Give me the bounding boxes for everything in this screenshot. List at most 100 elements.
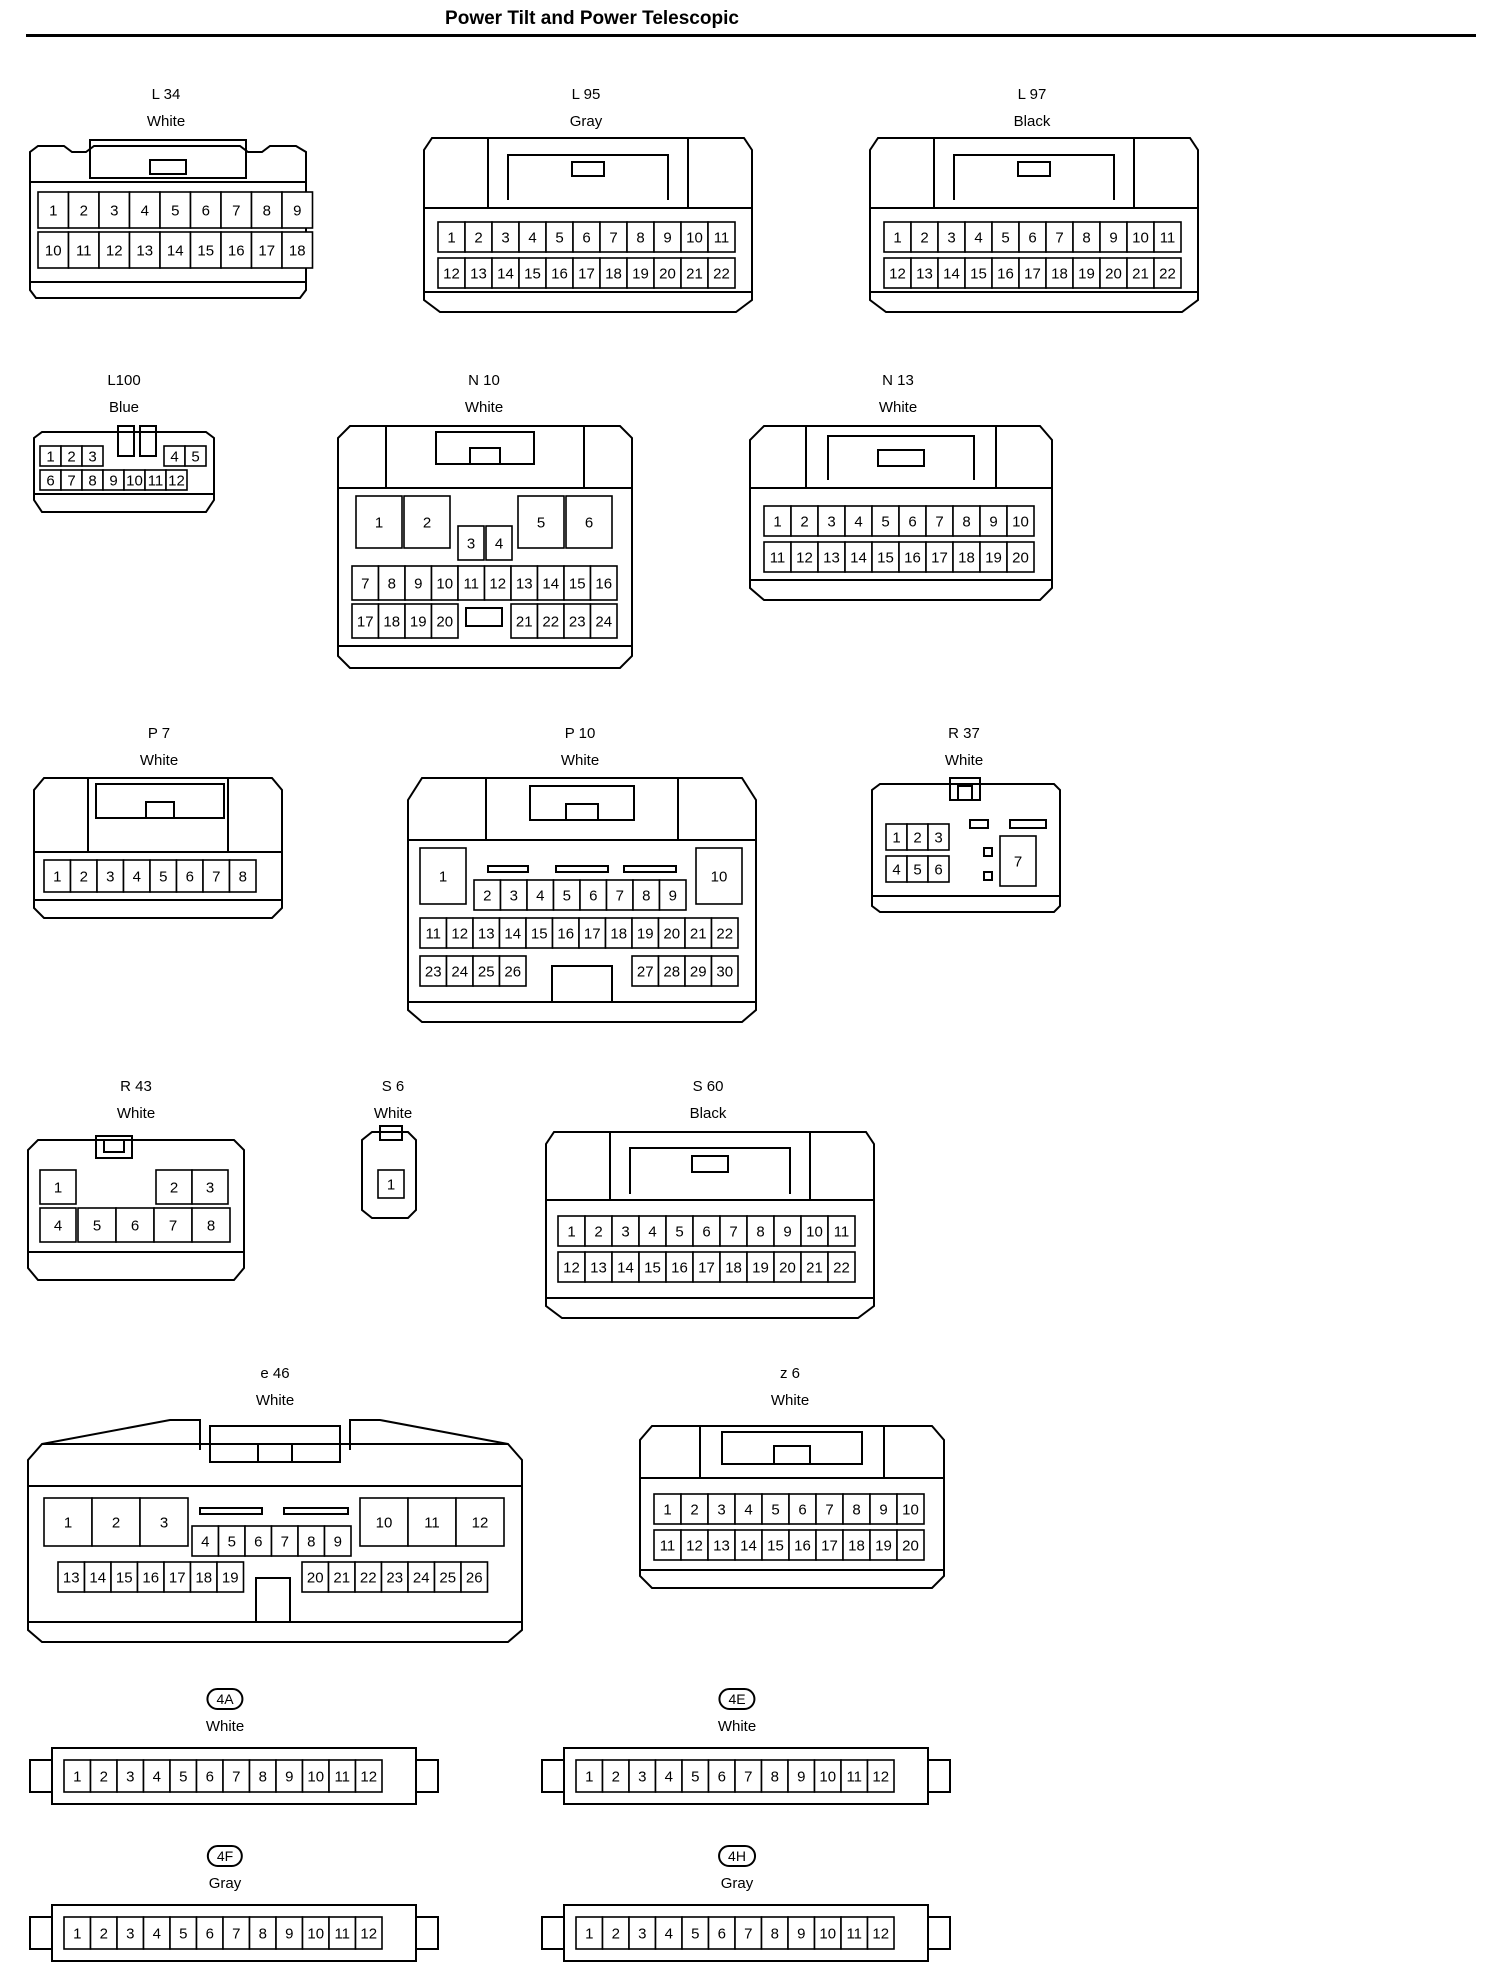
terminal-number: 2: [80, 203, 88, 220]
terminal-cell: [1018, 257, 1047, 289]
connector-color-4f: Gray: [208, 1875, 242, 1892]
terminal-cell: [189, 231, 222, 269]
terminal-cell: [83, 1561, 112, 1593]
terminal-number: 7: [169, 1218, 177, 1235]
terminal-cell: [844, 541, 873, 573]
terminal-number: 16: [794, 1538, 811, 1555]
terminal-cell: [281, 231, 314, 269]
terminal-number: 1: [447, 230, 455, 247]
terminal-number: 9: [989, 514, 997, 531]
terminal-number: 9: [293, 203, 301, 220]
terminal-number: 21: [516, 614, 533, 631]
terminal-cell: [761, 1493, 790, 1525]
terminal-number: 1: [64, 1515, 72, 1532]
terminal-number: 3: [717, 1502, 725, 1519]
terminal-number: 8: [207, 1218, 215, 1235]
terminal-number: 14: [497, 266, 514, 283]
terminal-number: 6: [206, 1769, 214, 1786]
terminal-cell: [788, 1493, 817, 1525]
terminal-cell: [142, 1916, 171, 1950]
terminal-number: 4: [665, 1769, 673, 1786]
terminal-number: 9: [663, 230, 671, 247]
terminal-cell: [707, 1759, 736, 1793]
terminal-number: 3: [827, 514, 835, 531]
connector-id-p7: P 7: [147, 725, 171, 742]
terminal-number: 23: [386, 1570, 403, 1587]
terminal-number: 4: [170, 449, 178, 466]
terminal-cell: [149, 859, 178, 893]
terminal-cell: [869, 1529, 898, 1561]
terminal-number: 1: [375, 515, 383, 532]
terminal-number: 2: [170, 1180, 178, 1197]
terminal-number: 7: [1055, 230, 1063, 247]
terminal-number: 9: [669, 888, 677, 905]
terminal-cell: [695, 847, 743, 905]
terminal-number: 20: [1012, 550, 1029, 567]
terminal-number: 7: [744, 1926, 752, 1943]
connector-color-s6: White: [373, 1105, 413, 1122]
terminal-number: 15: [524, 266, 541, 283]
terminal-number: 2: [594, 1224, 602, 1241]
terminal-cell: [63, 1916, 92, 1950]
terminal-number: 18: [195, 1570, 212, 1587]
terminal-number: 7: [744, 1769, 752, 1786]
terminal-cell: [896, 1493, 925, 1525]
terminal-number: 12: [686, 1538, 703, 1555]
terminal-number: 22: [833, 1260, 850, 1277]
connector-color-z6: White: [770, 1392, 810, 1409]
terminal-cell: [464, 257, 493, 289]
connector-id-s60: S 60: [692, 1078, 724, 1095]
terminal-number: 7: [729, 1224, 737, 1241]
connector-color-4e: White: [717, 1718, 757, 1735]
terminal-number: 8: [88, 473, 96, 490]
terminal-number: 8: [1082, 230, 1090, 247]
terminal-cell: [991, 257, 1020, 289]
terminal-cell: [964, 221, 993, 253]
terminal-number: 28: [663, 964, 680, 981]
terminal-number: 18: [605, 266, 622, 283]
terminal-number: 14: [617, 1260, 634, 1277]
terminal-cell: [518, 257, 547, 289]
terminal-cell: [1006, 505, 1035, 537]
terminal-number: 11: [76, 243, 92, 260]
terminal-number: 13: [916, 266, 933, 283]
terminal-cell: [927, 855, 950, 883]
terminal-cell: [445, 917, 474, 949]
terminal-cell: [403, 495, 451, 549]
terminal-number: 13: [136, 243, 153, 260]
terminal-number: 3: [106, 869, 114, 886]
terminal-cell: [351, 603, 380, 639]
terminal-cell: [67, 231, 100, 269]
terminal-number: 19: [410, 614, 427, 631]
connector-p7-housing: [33, 777, 283, 919]
terminal-cell: [871, 541, 900, 573]
terminal-cell: [788, 1529, 817, 1561]
terminal-cell: [517, 495, 565, 549]
terminal-cell: [430, 565, 459, 601]
terminal-number: 4: [201, 1534, 209, 1551]
terminal-number: 3: [206, 1180, 214, 1197]
terminal-cell: [763, 505, 792, 537]
terminal-number: 1: [663, 1502, 671, 1519]
connector-id-4f-oval: 4F: [206, 1845, 244, 1867]
terminal-cell: [787, 1916, 816, 1950]
terminal-cell: [898, 505, 927, 537]
terminal-cell: [510, 603, 539, 639]
terminal-cell: [545, 257, 574, 289]
terminal-cell: [81, 445, 104, 467]
terminal-number: 19: [222, 1570, 239, 1587]
connector-color-4a: White: [205, 1718, 245, 1735]
terminal-cell: [354, 1916, 383, 1950]
terminal-number: 7: [361, 576, 369, 593]
terminal-number: 5: [691, 1926, 699, 1943]
terminal-number: 25: [478, 964, 495, 981]
terminal-number: 14: [167, 243, 184, 260]
terminal-cell: [563, 565, 592, 601]
terminal-cell: [761, 1529, 790, 1561]
terminal-cell: [43, 1497, 93, 1547]
terminal-number: 11: [1160, 230, 1176, 247]
terminal-number: 10: [45, 243, 62, 260]
terminal-number: 23: [569, 614, 586, 631]
terminal-number: 3: [947, 230, 955, 247]
